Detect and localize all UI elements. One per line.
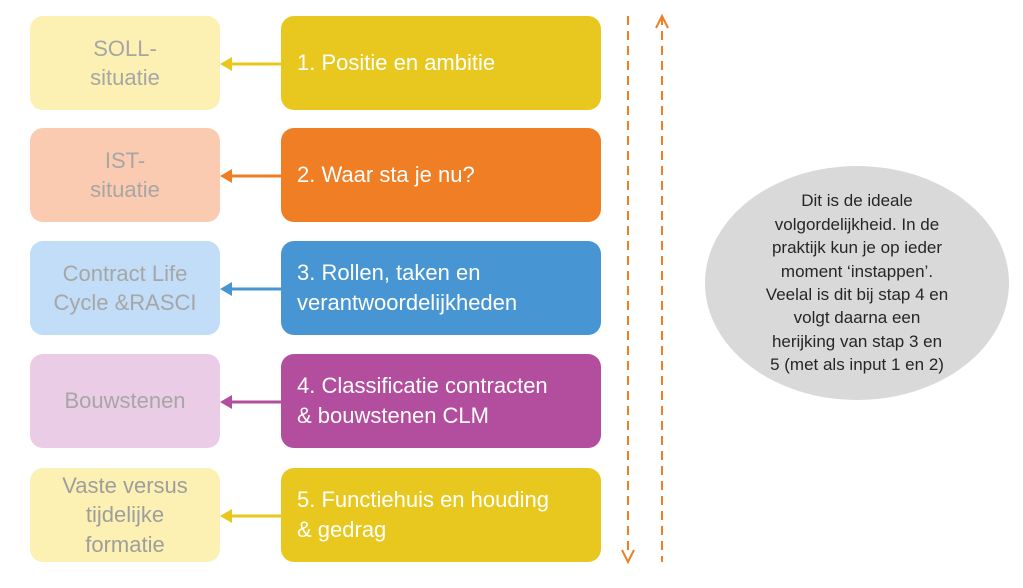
arrow-left-icon xyxy=(220,57,282,71)
connector-arrowhead xyxy=(220,169,232,183)
note-ellipse: Dit is de ideale volgordelijkheid. In de… xyxy=(705,166,1009,400)
sequence-arrows xyxy=(621,13,669,565)
step-label: 3. Rollen, taken en verantwoordelijkhede… xyxy=(297,260,518,315)
connector-arrowhead xyxy=(220,509,232,523)
arrow-up-icon xyxy=(655,13,669,29)
arrow-left-icon xyxy=(220,509,282,523)
connector-arrowhead xyxy=(220,395,232,409)
left-box-ist-situatie: IST- situatie xyxy=(30,128,220,222)
arrow-left-icon xyxy=(220,169,282,183)
left-box-label: Contract Life Cycle &RASCI xyxy=(53,260,197,315)
step-box-3: 3. Rollen, taken en verantwoordelijkhede… xyxy=(281,241,601,335)
connector-arrowhead xyxy=(220,282,232,296)
left-box-label: Bouwstenen xyxy=(64,388,186,414)
left-box-vaste-versus-tijdelijke: Vaste versus tijdelijke formatie xyxy=(30,468,220,562)
left-box-soll-situatie: SOLL- situatie xyxy=(30,16,220,110)
step-box-2: 2. Waar sta je nu? xyxy=(281,128,601,222)
left-box-label: Vaste versus tijdelijke formatie xyxy=(62,473,188,557)
left-box-contract-life-cycle: Contract Life Cycle &RASCI xyxy=(30,241,220,335)
step-label: 4. Classificatie contracten & bouwstenen… xyxy=(297,373,548,428)
step-label: 1. Positie en ambitie xyxy=(297,50,496,76)
arrow-down-icon xyxy=(621,549,635,565)
step-label: 2. Waar sta je nu? xyxy=(297,162,475,188)
note-text: Dit is de ideale volgordelijkheid. In de… xyxy=(765,191,949,375)
arrow-left-icon xyxy=(220,282,282,296)
left-box-label: IST- situatie xyxy=(90,147,160,202)
step-box-1: 1. Positie en ambitie xyxy=(281,16,601,110)
left-box-bouwstenen: Bouwstenen xyxy=(30,354,220,448)
connector-arrowhead xyxy=(220,57,232,71)
step-label: 5. Functiehuis en houding & gedrag xyxy=(297,487,549,542)
step-box-5: 5. Functiehuis en houding & gedrag xyxy=(281,468,601,562)
left-box-label: SOLL- situatie xyxy=(90,35,160,90)
step-box-4: 4. Classificatie contracten & bouwstenen… xyxy=(281,354,601,448)
arrow-left-icon xyxy=(220,395,282,409)
